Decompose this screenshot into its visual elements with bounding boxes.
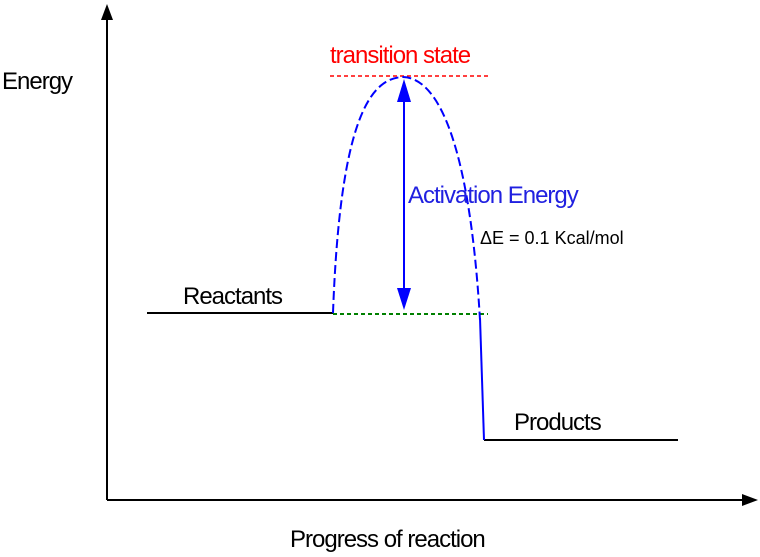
energy-curve (332, 75, 481, 321)
arrow-up-head (397, 79, 411, 102)
x-axis-label: Progress of reaction (290, 526, 486, 553)
energy-curve-drop (479, 317, 485, 441)
arrow-down-head (397, 288, 411, 310)
y-axis-label: Energy (2, 68, 73, 95)
transition-state-label: transition state (330, 42, 471, 69)
products-label: Products (514, 409, 602, 436)
delta-e-label: ΔE = 0.1 Kcal/mol (480, 228, 624, 248)
activation-energy-label: Activation Energy (408, 182, 579, 209)
x-axis-arrow (742, 494, 758, 506)
reactants-label: Reactants (183, 283, 283, 310)
y-axis-arrow (101, 4, 113, 20)
